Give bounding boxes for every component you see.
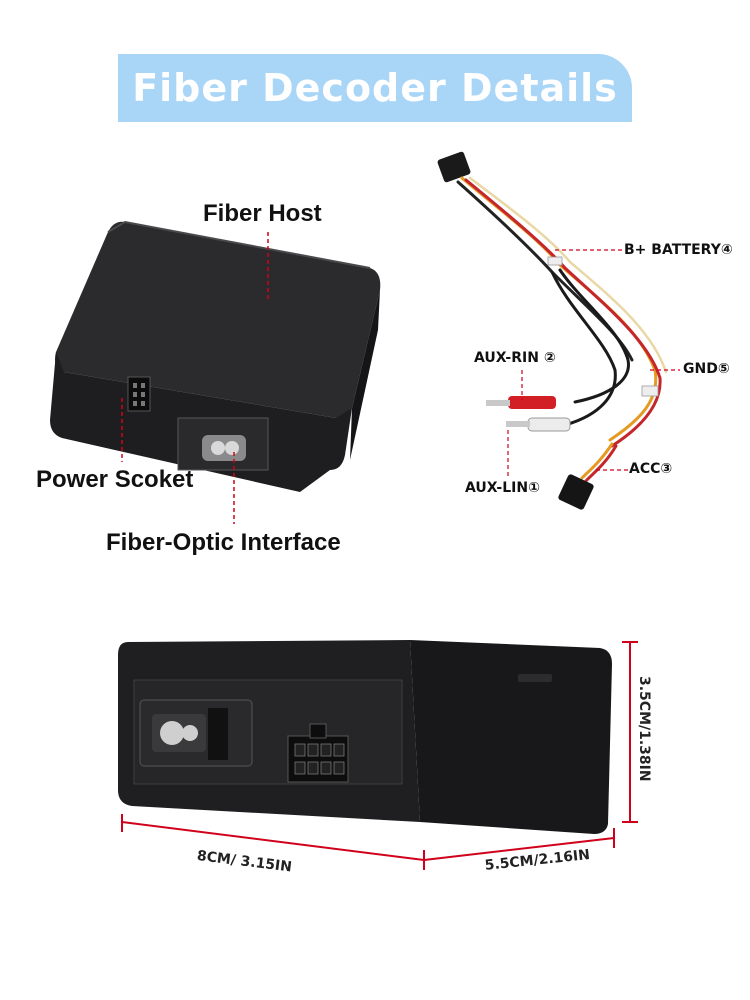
page-title: Fiber Decoder Details (132, 66, 618, 110)
decoder-box-top-view (50, 220, 381, 492)
aux-rin-label: AUX-RIN ② (474, 350, 556, 366)
dimension-lines (121, 641, 638, 870)
battery-label: B+ BATTERY④ (624, 242, 733, 258)
decoder-box-side-view (118, 640, 612, 834)
fiber-host-label: Fiber Host (203, 200, 322, 227)
title-banner: Fiber Decoder Details (118, 54, 632, 122)
wiring-harness (437, 151, 668, 510)
aux-lin-label: AUX-LIN① (465, 480, 540, 496)
gnd-label: GND⑤ (683, 361, 730, 377)
height-dimension-label: 3.5CM/1.38IN (636, 676, 652, 782)
power-socket-label: Power Scoket (36, 466, 194, 493)
fiber-optic-interface-label: Fiber-Optic Interface (106, 529, 341, 556)
acc-label: ACC③ (629, 461, 673, 477)
